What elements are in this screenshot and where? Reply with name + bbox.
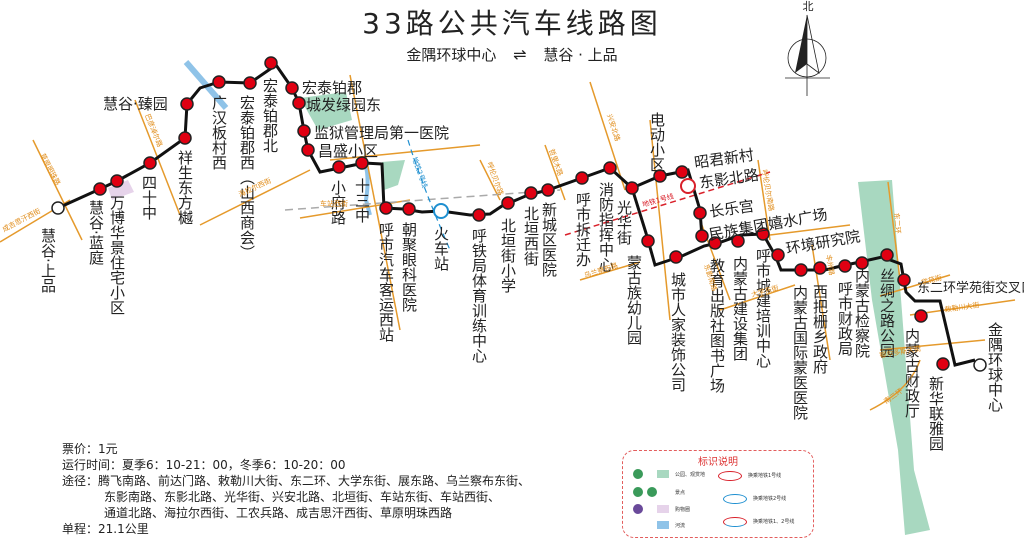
legend-item: 河流	[675, 523, 686, 529]
legend: 标识说明 公园、观赏地 景点 购物圈 河流 换乘地铁1号线 换乘地铁2号线 换乘…	[622, 450, 814, 538]
metro-1-2-icon	[723, 517, 747, 527]
stop-label: 呼市汽车客运西站	[377, 222, 395, 342]
route-direction: 金隅环球中心 ⇌ 慧谷 · 上品	[0, 44, 1024, 65]
stop-label: 金隅环球中心	[986, 322, 1004, 412]
bidirectional-arrow-icon: ⇌	[513, 45, 527, 64]
legend-item: 景点	[675, 490, 686, 496]
compass-icon: 北	[785, 0, 830, 96]
stop-label: 光华街	[615, 200, 633, 245]
park-icon	[633, 469, 643, 479]
legend-metro: 换乘地铁1、2号线	[753, 519, 795, 525]
stop-label: 长乐宫	[708, 197, 755, 221]
stop-label: 丝绸之路公园	[878, 268, 896, 358]
metro-1-transfer-icon	[680, 178, 696, 194]
stop-label: 内蒙古建设集团	[731, 256, 749, 361]
stop-label: 内蒙古检察院	[853, 268, 871, 359]
stop-label: 十三中	[353, 178, 371, 223]
route-streets: 途径：腾飞南路、前达门路、敕勒川大街、东二环、大学东街、展东路、乌兰察布东街、	[62, 474, 531, 488]
stop-markers	[93, 56, 950, 371]
legend-metro: 换乘地铁1号线	[748, 473, 782, 479]
fare: 票价：1元	[62, 442, 118, 456]
stop-label: 蒙古族幼儿园	[625, 255, 643, 345]
stop-label: 祥生东方樾	[176, 150, 194, 225]
metro-line-1	[564, 171, 771, 236]
stop-label: 慧谷·臻园	[103, 95, 168, 113]
metro-2-icon	[723, 494, 747, 504]
stop-label: 四十中	[140, 175, 158, 220]
stop-label: 呼市城建培训中心	[754, 248, 772, 368]
metro-2-transfer-icon	[433, 203, 449, 219]
stop-label: 小府路	[329, 180, 347, 225]
stop-label: 北垣街小学	[499, 218, 517, 293]
legend-item: 购物圈	[675, 507, 691, 513]
road-label: 草原明珠路	[38, 152, 62, 187]
stop-label: 宏泰铂郡	[302, 79, 362, 97]
stop-label: 呼市拆迁办	[574, 192, 592, 267]
terminal-stop-east	[973, 358, 987, 372]
direction-to: 慧谷 · 上品	[543, 46, 618, 64]
legend-metro: 换乘地铁2号线	[753, 496, 787, 502]
park-swatch	[657, 470, 669, 478]
legend-item: 公园、观赏地	[675, 472, 706, 478]
park-area	[858, 180, 930, 535]
stop-label: 昌盛小区	[318, 142, 378, 160]
stop-label: 东二环学苑街交叉口	[917, 280, 1024, 296]
stop-label: 呼铁局体育训练中心	[470, 228, 488, 363]
stop-label: 消防指挥中心	[597, 182, 615, 272]
shopping-icon	[633, 504, 643, 514]
road-label: 哲里木路	[547, 148, 565, 177]
stop-label: 监狱管理局第一医院	[314, 124, 449, 142]
stop-label: 新城区医院	[540, 202, 558, 278]
stop-label: 城发绿园东	[306, 96, 381, 114]
stop-label: 宏泰铂郡西（山西商会）	[238, 95, 256, 260]
metro-label: 地铁2号线	[410, 156, 430, 190]
river-swatch	[657, 521, 669, 529]
scenic-icon	[633, 487, 643, 497]
stop-label: 内蒙古财政厅	[903, 328, 921, 418]
operating-hours: 运行时间：夏季6：10-21：00，冬季6：10-20：00	[62, 458, 346, 472]
distance: 单程：21.1公里	[62, 522, 149, 536]
stop-label: 西把栅乡政府	[811, 284, 829, 375]
route-streets-3: 通道北路、海拉尔西街、工农兵路、成吉思汗西街、草原明珠西路	[104, 506, 453, 520]
map-title: 33路公共汽车线路图	[362, 7, 662, 40]
metro-line-2	[407, 139, 451, 251]
stop-label: 呼市财政局	[836, 281, 854, 357]
road-label: 敕勒川大街	[944, 300, 980, 314]
road-label: 东二环	[892, 212, 903, 234]
route-streets-2: 东影南路、东影北路、光华街、兴安北路、北垣街、车站东街、车站西街、	[104, 490, 501, 504]
stop-label: 教育出版社图书广场	[708, 258, 726, 394]
road-label: 丰州路	[824, 254, 837, 276]
road-label: 车站西街	[320, 199, 348, 208]
shopping-swatch	[657, 505, 669, 513]
stop-label: 万博华景住宅小区	[108, 195, 126, 315]
metro-1-icon	[718, 471, 742, 481]
stop-label: 内蒙古国际蒙医医院	[791, 285, 809, 421]
scenic-icon	[647, 487, 657, 497]
stop-label: 朝聚眼科医院	[400, 222, 418, 313]
stop-label: 电动小区	[648, 112, 666, 172]
stop-label: 广汉板村西	[210, 95, 228, 170]
shopping-area	[108, 180, 134, 200]
route-info: 票价：1元 运行时间：夏季6：10-21：00，冬季6：10-20：00 途径：…	[62, 441, 530, 537]
terminal-stop-west	[51, 201, 65, 215]
road-label: 呼伦贝尔路	[485, 161, 505, 197]
stop-label: 慧谷·蓝庭	[87, 200, 105, 266]
stop-label: 火车站	[432, 226, 450, 271]
park-area	[382, 160, 405, 190]
stop-label: 宏泰铂郡北	[261, 78, 279, 153]
railway	[284, 189, 561, 211]
legend-title: 标识说明	[698, 457, 738, 468]
stop-label: 慧谷·上品	[39, 228, 57, 293]
stop-label: 新华联雅园	[927, 376, 945, 451]
svg-text:北: 北	[803, 0, 814, 13]
stop-label: 北垣西街	[522, 206, 540, 266]
park-area	[300, 92, 352, 130]
direction-from: 金隅环球中心	[406, 46, 497, 64]
stop-label: 城市人家装饰公司	[669, 272, 687, 392]
